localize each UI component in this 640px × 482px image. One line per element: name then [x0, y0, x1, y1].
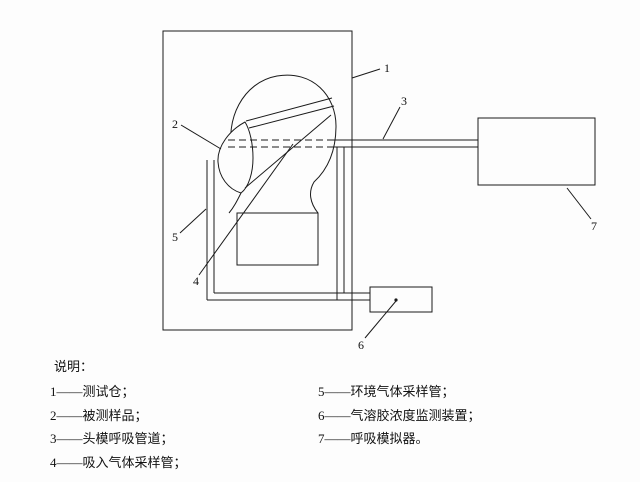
callout-label-5: 5 [172, 230, 178, 244]
legend-item-5: 5——环境气体采样管； [318, 384, 455, 399]
callout-label-1: 1 [384, 61, 390, 75]
callout-3: 3 [382, 94, 407, 140]
callout-label-2: 2 [172, 117, 178, 131]
callout-label-3: 3 [401, 94, 407, 108]
callout-label-6: 6 [358, 338, 364, 352]
test-chamber-outline [162, 30, 353, 331]
legend-column-right: 5——环境气体采样管； 6——气溶胶浓度监测装置； 7——呼吸模拟器。 [318, 380, 481, 451]
aerosol-monitor-box [369, 286, 433, 313]
head-form [228, 74, 337, 214]
legend-title: 说明： [54, 359, 94, 374]
legend-item-1: 1——测试仓； [50, 384, 135, 399]
ambient-gas-sampling-tube [206, 160, 370, 301]
inhaled-gas-sampling-tube [336, 147, 345, 300]
legend-item-7: 7——呼吸模拟器。 [318, 431, 429, 446]
callout-1: 1 [351, 61, 390, 79]
legend-item-2: 2——被测样品； [50, 407, 148, 423]
legend-item-6: 6——气溶胶浓度监测装置； [318, 407, 481, 423]
callout-6: 6 [358, 300, 397, 352]
callout-4: 4 [193, 143, 294, 288]
callout-2: 2 [172, 117, 222, 150]
callout-5: 5 [172, 208, 207, 244]
breathing-duct-tube [333, 139, 478, 148]
leader-line-1 [351, 68, 381, 79]
leader-line-5 [179, 208, 207, 234]
callout-7: 7 [566, 187, 597, 233]
leader-line-2 [180, 124, 222, 150]
leader-line-6 [364, 300, 397, 339]
legend-item-4: 4——吸入气体采样管； [50, 454, 187, 470]
head-form-base [236, 212, 319, 266]
callout-label-4: 4 [193, 274, 199, 288]
callout-label-7: 7 [591, 219, 597, 233]
legend-column-left: 1——测试仓； 2——被测样品； 3——头模呼吸管道； 4——吸入气体采样管； [50, 380, 187, 474]
leader-line-3 [382, 106, 401, 140]
breathing-simulator-box [477, 117, 596, 186]
head-breathing-duct-dashed [228, 139, 333, 148]
leader-line-7 [566, 187, 592, 220]
leader-line-4 [198, 143, 294, 276]
legend-item-3: 3——头模呼吸管道； [50, 431, 174, 446]
